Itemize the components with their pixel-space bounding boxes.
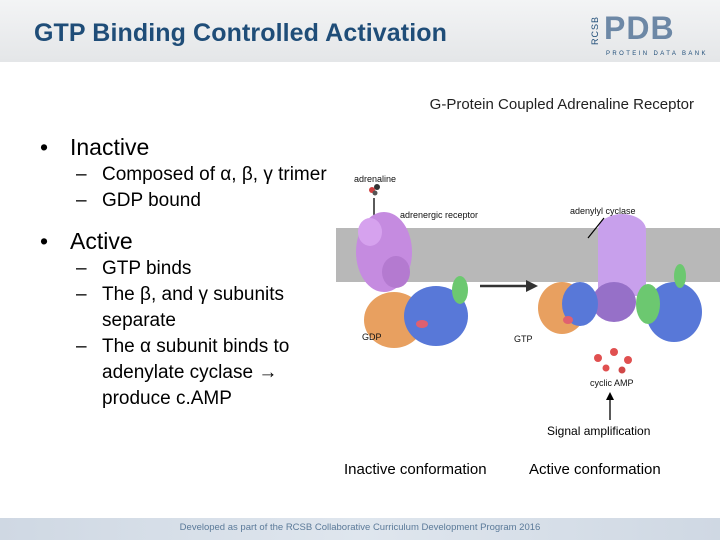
label-cyclase: adenylyl cyclase bbox=[570, 206, 636, 216]
rcsb-pdb-logo: RCSB PDB PROTEIN DATA BANK bbox=[590, 10, 710, 60]
label-receptor: adrenergic receptor bbox=[400, 210, 478, 220]
sub-bullet-separate: The β, and γ subunits separate bbox=[40, 282, 340, 334]
adrenergic-receptor bbox=[356, 212, 412, 292]
gamma-subunit-inactive bbox=[452, 276, 468, 304]
beta-gamma-dimer bbox=[636, 264, 702, 342]
bullet-inactive: Inactive bbox=[40, 132, 340, 162]
beta-subunit-inactive bbox=[404, 286, 468, 346]
cyclic-amp-molecules bbox=[594, 348, 632, 374]
label-gdp: GDP bbox=[362, 332, 382, 342]
alpha-subunit-active bbox=[538, 282, 598, 334]
slide-title: GTP Binding Controlled Activation bbox=[34, 19, 448, 47]
logo-text: PDB bbox=[604, 10, 675, 46]
label-adrenaline: adrenaline bbox=[354, 174, 396, 184]
g-protein-inactive bbox=[364, 276, 468, 348]
sub-bullet-composition: Composed of α, β, γ trimer bbox=[40, 162, 340, 188]
gpcr-diagram: adrenaline adrenergic receptor GDP adeny… bbox=[336, 162, 720, 422]
adrenaline-molecule bbox=[369, 184, 380, 196]
diagram-title: G-Protein Coupled Adrenaline Receptor bbox=[429, 96, 694, 113]
footer-text: Developed as part of the RCSB Collaborat… bbox=[179, 522, 541, 533]
adenylyl-cyclase bbox=[592, 214, 646, 322]
label-gtp: GTP bbox=[514, 334, 533, 344]
footer-bar: Developed as part of the RCSB Collaborat… bbox=[0, 518, 720, 540]
caption-inactive: Inactive conformation bbox=[344, 461, 487, 478]
sub-bullet-gtp: GTP binds bbox=[40, 256, 340, 282]
label-camp: cyclic AMP bbox=[590, 378, 634, 388]
caption-active: Active conformation bbox=[529, 461, 661, 478]
logo-subtext: PROTEIN DATA BANK bbox=[606, 51, 708, 57]
bullet-list: Inactive Composed of α, β, γ trimer GDP … bbox=[40, 128, 340, 412]
sub-bullet-cyclase: The α subunit binds to adenylate cyclase… bbox=[40, 334, 340, 412]
title-bar: GTP Binding Controlled Activation RCSB P… bbox=[0, 0, 720, 62]
gpcr-illustration: adrenaline adrenergic receptor GDP adeny… bbox=[336, 174, 720, 420]
sub-bullet-gdp: GDP bound bbox=[40, 188, 340, 214]
bullet-active: Active bbox=[40, 226, 340, 256]
logo-side-text: RCSB bbox=[590, 16, 600, 46]
caption-signal-amplification: Signal amplification bbox=[547, 424, 651, 438]
